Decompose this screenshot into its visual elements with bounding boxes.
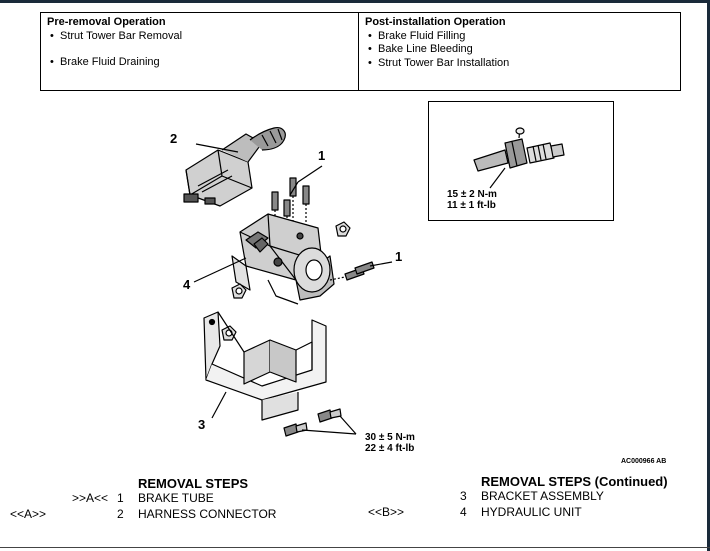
post-installation-list: Brake Fluid Filling Bake Line Bleeding S… [365,30,674,71]
step-service-code: <<A>> [10,507,47,521]
bracket-bolts [283,408,342,437]
step-number: 2 [117,507,124,521]
pre-removal-heading: Pre-removal Operation [47,16,166,28]
inset-torque-spec: 15 ± 2 N-m 11 ± 1 ft-lb [447,189,497,211]
pre-removal-item: Strut Tower Bar Removal [47,30,352,44]
step-number: 1 [117,491,124,505]
leader-lines [193,143,393,435]
post-installation-item: Bake Line Bleeding [365,43,674,57]
pre-removal-list: Strut Tower Bar Removal Brake Fluid Drai… [47,30,352,70]
post-installation-item: Strut Tower Bar Installation [365,57,674,71]
step-label: HARNESS CONNECTOR [138,507,277,521]
removal-step-row: <<A>> 2 HARNESS CONNECTOR [0,507,300,522]
bracket-torque-nm: 30 ± 5 N-m [365,432,415,443]
flare-nut-illustration [473,127,565,189]
hydraulic-unit-part [231,213,335,305]
bracket-torque-spec: 30 ± 5 N-m 22 ± 4 ft-lb [365,432,415,454]
bracket-assembly-part [203,311,327,421]
inset-torque-nm: 15 ± 2 N-m [447,189,497,200]
brake-tube-fittings-right [329,261,375,281]
figure-id: AC000966 AB [621,458,667,465]
callout-2: 2 [170,131,178,146]
top-border [0,0,710,3]
post-installation-column: Post-installation Operation Brake Fluid … [359,13,680,90]
post-installation-item: Brake Fluid Filling [365,30,674,44]
step-label: HYDRAULIC UNIT [481,505,582,519]
step-number: 3 [460,489,467,503]
bottom-divider [0,547,710,548]
step-label: BRACKET ASSEMBLY [481,489,604,503]
step-service-code: <<B>> [368,505,405,519]
removal-step-row: >>A<< 1 BRAKE TUBE [0,491,300,506]
inset-torque-ftlb: 11 ± 1 ft-lb [447,200,496,211]
step-number: 4 [460,505,467,519]
post-installation-heading: Post-installation Operation [365,16,506,28]
right-border [707,0,710,551]
removal-steps-continued-title: REMOVAL STEPS (Continued) [481,474,668,489]
callout-1-top: 1 [318,148,326,163]
removal-steps-title: REMOVAL STEPS [138,476,249,491]
harness-connector-part [183,127,286,207]
operations-table: Pre-removal Operation Strut Tower Bar Re… [40,12,681,91]
brake-tube-detail-inset: 15 ± 2 N-m 11 ± 1 ft-lb [428,101,614,221]
pre-removal-item: Brake Fluid Draining [47,56,352,70]
pre-removal-column: Pre-removal Operation Strut Tower Bar Re… [41,13,359,90]
bracket-torque-ftlb: 22 ± 4 ft-lb [365,443,415,454]
step-service-code: >>A<< [71,491,108,505]
removal-step-row: 3 BRACKET ASSEMBLY [360,489,700,504]
removal-step-row: <<B>> 4 HYDRAULIC UNIT [360,505,700,520]
step-label: BRAKE TUBE [138,491,214,505]
callout-4: 4 [183,277,191,292]
callout-1-right: 1 [395,249,403,264]
callout-3: 3 [198,417,206,432]
